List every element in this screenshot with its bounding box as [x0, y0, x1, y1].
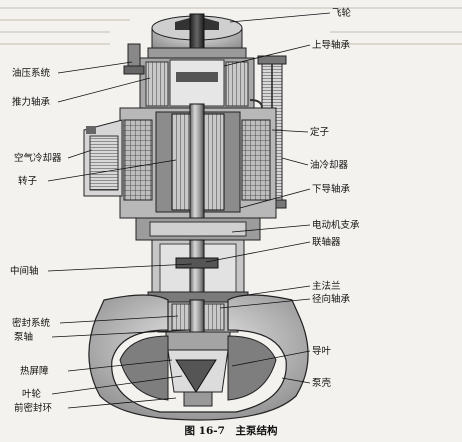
label-oil-cooler: 油冷却器 [310, 160, 349, 171]
label-intermediate-shaft: 中间轴 [10, 266, 39, 277]
label-pump-casing: 泵壳 [312, 378, 332, 389]
label-motor-support: 电动机支承 [312, 220, 360, 231]
label-front-seal-ring: 前密封环 [14, 403, 53, 414]
label-guide-vane: 导叶 [312, 346, 332, 357]
label-seal-system: 密封系统 [12, 318, 51, 329]
label-impeller: 叶轮 [22, 389, 42, 400]
label-coupling: 联轴器 [312, 237, 341, 248]
flywheel [147, 13, 247, 59]
pump-casing [88, 294, 309, 421]
label-thrust-bearing: 推力轴承 [12, 97, 51, 108]
leader-lines [47, 12, 331, 409]
label-oil-system: 油压系统 [12, 68, 51, 79]
label-upper-guide-bearing: 上导轴承 [312, 40, 351, 51]
label-radial-bearing: 径向轴承 [312, 294, 351, 305]
motor-body [119, 103, 277, 221]
label-pump-shaft: 泵轴 [14, 332, 34, 343]
seal-and-shaft [157, 299, 239, 361]
label-rotor: 转子 [18, 176, 38, 187]
label-stator: 定子 [310, 127, 330, 138]
label-thermal-barrier: 热屏障 [20, 366, 49, 377]
air-cooler [83, 119, 123, 197]
background-text-lines [0, 7, 462, 45]
lower-housing [135, 217, 261, 303]
label-flywheel: 飞轮 [332, 8, 352, 19]
label-lower-guide-bearing: 下导轴承 [312, 184, 351, 195]
figure-caption: 图 16-7 主泵结构 [184, 425, 278, 437]
label-main-flange: 主法兰 [312, 281, 341, 292]
motor-upper-housing [123, 43, 255, 109]
label-air-cooler: 空气冷却器 [14, 153, 62, 164]
